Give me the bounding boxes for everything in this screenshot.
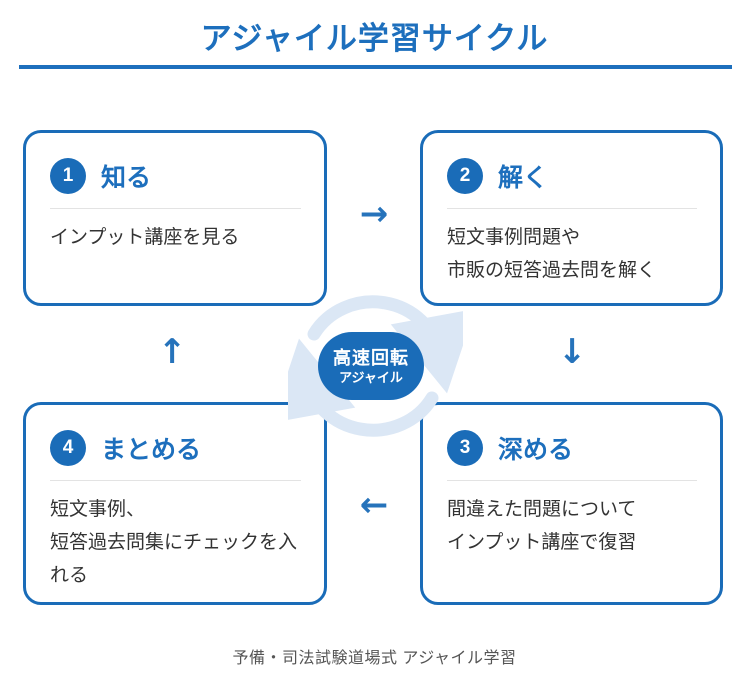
rotation-cycle-icon: [288, 295, 463, 437]
title-underline-rule: [19, 65, 732, 69]
arrow-right-icon: →: [359, 194, 389, 234]
step-1-divider: [50, 208, 301, 209]
arrow-up-icon: ↑: [157, 332, 187, 372]
step-4-title: まとめる: [101, 436, 202, 464]
step-3-line-2: インプット講座で復習: [447, 532, 637, 553]
step-2-title: 解く: [498, 164, 549, 192]
step-1-title: 知る: [101, 164, 152, 192]
step-3-header: 3 深める: [423, 405, 720, 466]
step-1-header: 1 知る: [26, 133, 324, 194]
badge-main-label: 高速回転: [333, 347, 409, 368]
step-2-divider: [447, 208, 697, 209]
step-2-line-2: 市販の短答過去問を解く: [447, 260, 657, 281]
step-box-1-know: 1 知る インプット講座を見る: [23, 130, 327, 306]
step-1-number-badge: 1: [50, 158, 86, 194]
step-3-divider: [447, 480, 697, 481]
step-2-line-1: 短文事例問題や: [447, 227, 581, 248]
step-box-4-summarize: 4 まとめる 短文事例、 短答過去問集にチェックを入れる: [23, 402, 327, 605]
step-4-header: 4 まとめる: [26, 405, 324, 466]
step-4-description: 短文事例、 短答過去問集にチェックを入れる: [26, 481, 324, 592]
step-2-description: 短文事例問題や 市販の短答過去問を解く: [423, 209, 720, 287]
page-title: アジャイル学習サイクル: [200, 21, 549, 56]
step-3-description: 間違えた問題について インプット講座で復習: [423, 481, 720, 559]
step-4-number-badge: 4: [50, 430, 86, 466]
badge-sub-label: アジャイル: [339, 369, 403, 385]
step-4-divider: [50, 480, 301, 481]
arrow-left-icon: ←: [359, 485, 389, 525]
center-cycle-badge: 高速回転 アジャイル: [318, 332, 424, 400]
step-3-number-badge: 3: [447, 430, 483, 466]
step-box-3-deepen: 3 深める 間違えた問題について インプット講座で復習: [420, 402, 723, 605]
step-box-2-solve: 2 解く 短文事例問題や 市販の短答過去問を解く: [420, 130, 723, 306]
step-2-header: 2 解く: [423, 133, 720, 194]
step-1-line-1: インプット講座を見る: [50, 227, 240, 248]
step-3-title: 深める: [498, 436, 574, 464]
step-3-line-1: 間違えた問題について: [447, 499, 637, 520]
step-2-number-badge: 2: [447, 158, 483, 194]
step-4-line-1: 短文事例、: [50, 499, 146, 520]
step-4-line-2: 短答過去問集にチェックを入れる: [50, 532, 298, 586]
footer-caption: 予備・司法試験道場式 アジャイル学習: [232, 650, 517, 667]
arrow-down-icon: ↓: [557, 332, 587, 372]
step-1-description: インプット講座を見る: [26, 209, 324, 254]
